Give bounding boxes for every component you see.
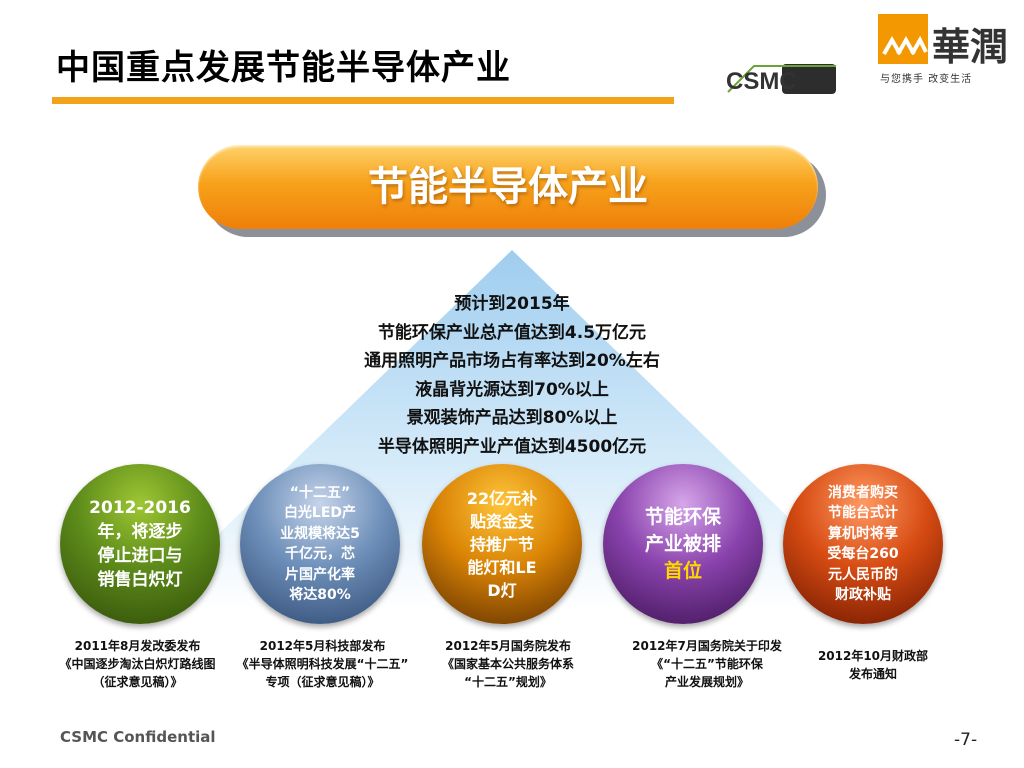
circle-line: D灯 <box>487 580 517 600</box>
pyramid-line: 节能环保产业总产值达到4.5万亿元 <box>377 322 647 343</box>
title-underline <box>52 97 674 104</box>
circle-line: 能灯和LE <box>467 557 537 577</box>
caption-line: 产业发展规划》 <box>664 675 749 689</box>
caption-line: 发布通知 <box>848 667 897 681</box>
pyramid-line: 半导体照明产业产值达到4500亿元 <box>377 436 647 457</box>
caption-line: 《国家基本公共服务体系 <box>441 657 574 671</box>
caption-line: 2012年7月国务院关于印发 <box>632 639 782 653</box>
circle-line: 白光LED产 <box>283 505 357 521</box>
policy-circle-1: 2012-2016 年，将逐步 停止进口与 销售白炽灯 <box>60 464 220 624</box>
pyramid-line: 液晶背光源达到70%以上 <box>415 379 609 400</box>
caption-line: 2012年10月财政部 <box>817 649 929 663</box>
policy-caption-4: 2012年7月国务院关于印发 《“十二五”节能环保 产业发展规划》 <box>602 637 812 691</box>
circle-line: 节能环保 <box>644 505 721 528</box>
policy-circle-5: 消费者购买 节能台式计 算机时将享 受每台260 元人民币的 财政补贴 <box>783 464 943 624</box>
circle-line: 将达80% <box>289 587 351 603</box>
circle-highlight: 首位 <box>663 559 702 582</box>
banner-title: 节能半导体产业 <box>368 164 648 210</box>
footer-confidential: CSMC Confidential <box>60 728 216 746</box>
circle-line: 业规模将达5 <box>280 525 360 542</box>
circle-line: “十二五” <box>289 484 351 501</box>
circle-line: 贴资金支 <box>469 511 534 531</box>
circle-line: 元人民币的 <box>828 566 898 583</box>
huarun-logo: 華潤 与您携手 改变生活 <box>878 14 1008 86</box>
caption-line: （征求意见稿）》 <box>92 675 183 689</box>
caption-line: 2012年5月国务院发布 <box>445 639 571 653</box>
circle-line: 2012-2016 <box>89 498 191 518</box>
huarun-name: 華潤 <box>932 24 1009 69</box>
circle-line: 消费者购买 <box>828 484 898 501</box>
circle-line: 算机时将享 <box>828 525 898 542</box>
circle-line: 产业被排 <box>644 532 721 555</box>
circle-line: 千亿元，芯 <box>285 546 355 562</box>
caption-line: 《“十二五”节能环保 <box>651 657 763 671</box>
caption-line: 《中国逐步淘汰白炽灯路线图 <box>59 657 216 671</box>
page-number: -7- <box>954 730 978 750</box>
banner <box>198 145 818 229</box>
policy-caption-5: 2012年10月财政部 发布通知 <box>783 647 963 683</box>
policy-circle-3: 22亿元补 贴资金支 持推广节 能灯和LE D灯 <box>422 464 582 624</box>
pyramid-line: 通用照明产品市场占有率达到20%左右 <box>364 351 660 371</box>
caption-line: 2012年5月科技部发布 <box>259 639 386 653</box>
pyramid-line: 景观装饰产品达到80%以上 <box>406 408 618 428</box>
policy-caption-1: 2011年8月发改委发布 《中国逐步淘汰白炽灯路线图 （征求意见稿）》 <box>30 637 245 691</box>
policy-circle-2: “十二五” 白光LED产 业规模将达5 千亿元，芯 片国产化率 将达80% <box>240 464 400 624</box>
circle-line: 节能台式计 <box>828 505 898 521</box>
policy-caption-3: 2012年5月国务院发布 《国家基本公共服务体系 “十二五”规划》 <box>402 637 614 691</box>
circle-line: 持推广节 <box>469 534 534 554</box>
csmc-logo: CSMC <box>726 64 836 95</box>
caption-line: “十二五”规划》 <box>464 675 552 689</box>
huarun-mark-icon <box>878 14 928 64</box>
caption-line: 《半导体照明科技发展“十二五” <box>236 657 409 671</box>
circle-line: 财政补贴 <box>835 587 891 603</box>
caption-line: 专项（征求意见稿）》 <box>265 675 380 689</box>
caption-line: 2011年8月发改委发布 <box>74 639 201 653</box>
pyramid-line: 预计到2015年 <box>454 294 570 314</box>
circle-line: 22亿元补 <box>466 488 538 508</box>
huarun-slogan: 与您携手 改变生活 <box>880 74 973 85</box>
csmc-logo-text: CSMC <box>726 68 797 95</box>
policy-circle-4: 节能环保 产业被排 首位 <box>603 464 763 624</box>
slide-title: 中国重点发展节能半导体产业 <box>56 48 511 88</box>
circle-line: 片国产化率 <box>285 566 355 583</box>
circle-line: 停止进口与 <box>97 546 183 566</box>
circle-line: 年，将逐步 <box>97 522 183 542</box>
circle-line: 受每台260 <box>827 546 899 562</box>
pyramid-text: 预计到2015年 节能环保产业总产值达到4.5万亿元 通用照明产品市场占有率达到… <box>200 290 824 461</box>
policy-caption-2: 2012年5月科技部发布 《半导体照明科技发展“十二五” 专项（征求意见稿）》 <box>215 637 430 691</box>
circle-line: 销售白炽灯 <box>97 570 183 590</box>
